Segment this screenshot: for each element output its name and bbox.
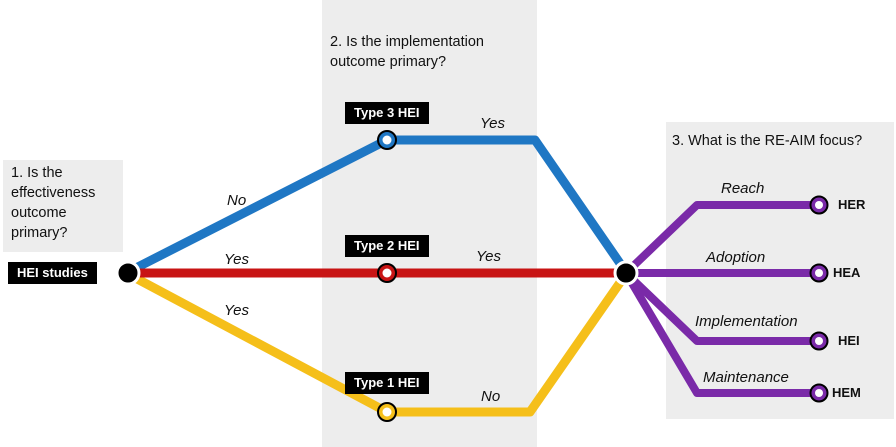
endpoint-label-hea: HEA xyxy=(833,265,861,280)
type3-label: Type 3 HEI xyxy=(345,102,429,124)
hem-station-core xyxy=(815,389,823,397)
question3-text: 3. What is the RE-AIM focus? xyxy=(672,133,863,149)
question1-panel xyxy=(3,160,123,252)
endpoint-label-her: HER xyxy=(838,197,866,212)
purple-path-maintenance xyxy=(622,270,819,397)
question1-text: 1. Is the effectiveness outcome primary? xyxy=(11,165,96,241)
branch-label-type1-no: No xyxy=(481,388,501,405)
yellow-path xyxy=(125,270,630,417)
blue-path xyxy=(125,135,630,277)
type2-label: Type 2 HEI xyxy=(345,235,429,257)
purple-path-implementation xyxy=(623,270,819,345)
reaim-label-adoption: Adoption xyxy=(706,249,766,266)
branch-label-no-type3: No xyxy=(227,192,247,209)
branch-label-yes-type2: Yes xyxy=(224,251,250,268)
hub-node xyxy=(613,260,639,286)
type1-label: Type 1 HEI xyxy=(345,372,429,394)
hea-station-core xyxy=(815,269,823,277)
question2-text: 2. Is the implementation outcome primary… xyxy=(330,32,484,72)
type3-station-core xyxy=(382,135,392,145)
endpoint-label-hem: HEM xyxy=(832,385,861,400)
reaim-label-maintenance: Maintenance xyxy=(703,369,789,386)
type1-station-core xyxy=(382,407,392,417)
purple-path-reach xyxy=(623,201,819,276)
start-label: HEI studies xyxy=(8,262,97,284)
reaim-label-implementation: Implementation xyxy=(695,313,798,330)
start-node xyxy=(115,260,141,286)
branch-label-type2-yes: Yes xyxy=(476,248,502,265)
branch-label-yes-type1: Yes xyxy=(224,302,250,319)
endpoint-label-hei: HEI xyxy=(838,333,860,348)
branch-label-type3-yes: Yes xyxy=(480,115,506,132)
her-station-core xyxy=(815,201,823,209)
question2-body: 2. Is the implementation outcome primary xyxy=(330,34,484,70)
reaim-label-reach: Reach xyxy=(721,180,765,197)
hei-station-core xyxy=(815,337,823,345)
question2-mark: ? xyxy=(437,54,447,70)
type2-station-core xyxy=(382,268,392,278)
